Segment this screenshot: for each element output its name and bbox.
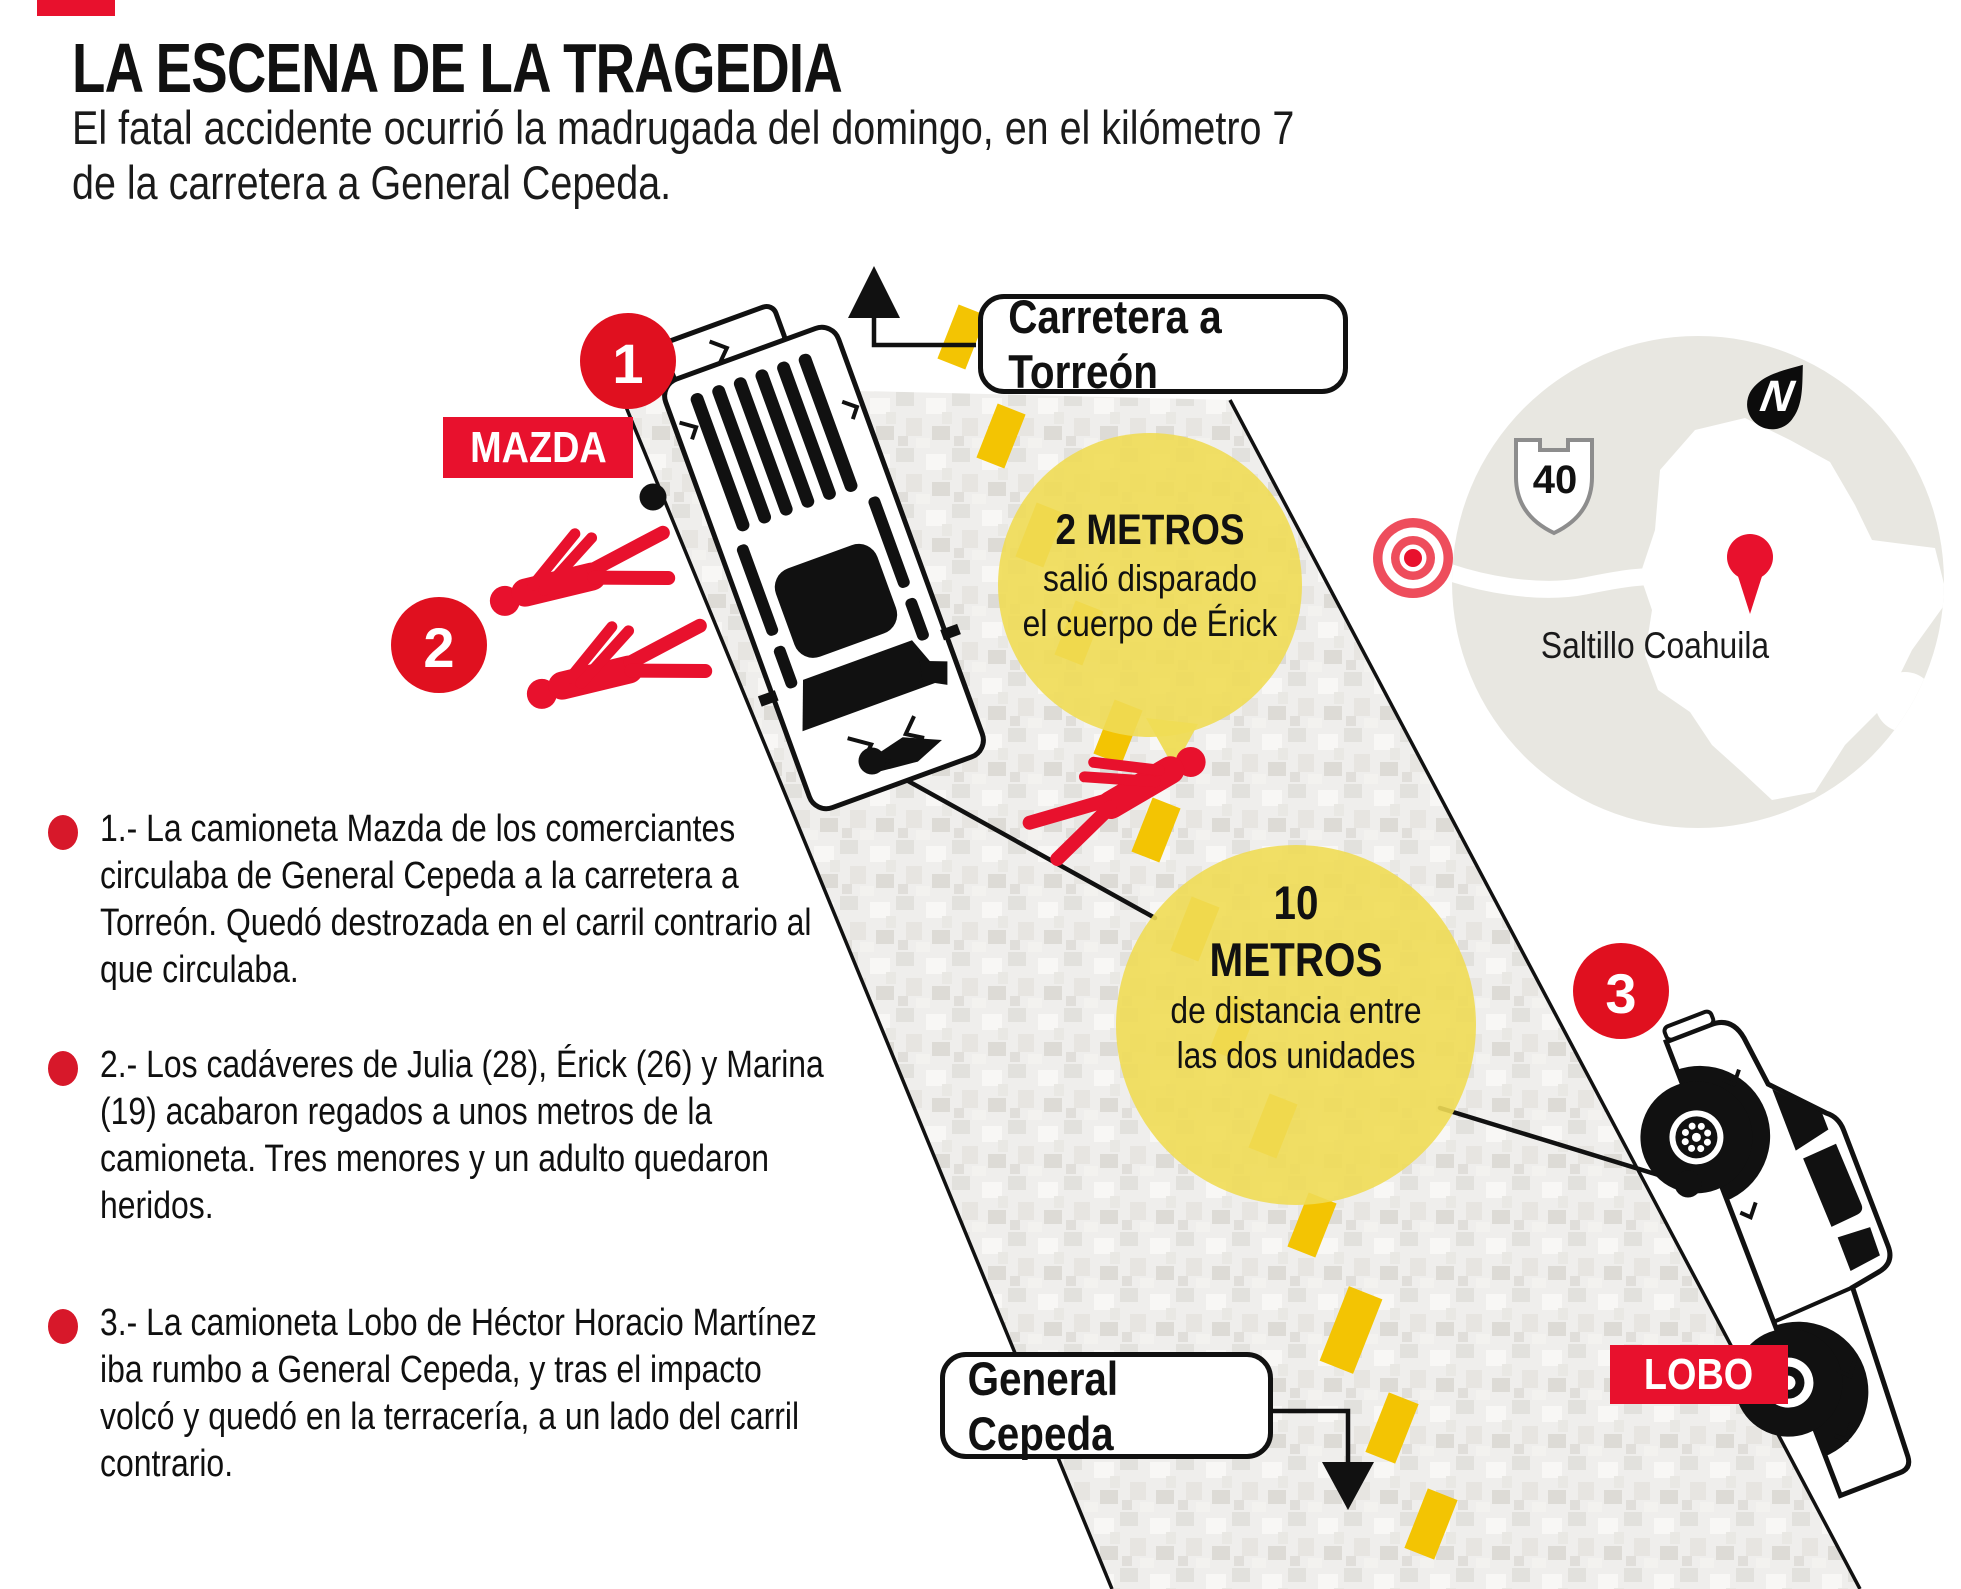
- lobo-tag: LOBO: [1610, 1345, 1788, 1404]
- map-highway-line: [1452, 552, 1678, 598]
- direction-south-arrow: [1262, 1408, 1374, 1510]
- victim-body-icon: [477, 503, 679, 644]
- road-label-torreon: Carretera a Torreón: [978, 290, 1348, 398]
- marker-3-number: 3: [1605, 962, 1637, 1025]
- note-3: 3.- La camioneta Lobo de Héctor Horacio …: [100, 1302, 817, 1485]
- direction-north-arrow: [848, 266, 976, 348]
- ten-meters-headline-2: METROS: [1209, 933, 1383, 986]
- road-label-torreon-text: Carretera a Torreón: [1008, 290, 1222, 398]
- ten-meters-bubble: [1116, 845, 1476, 1205]
- leader-mazda-to-ten-meters: [869, 758, 1158, 921]
- marker-2-number: 2: [423, 616, 455, 679]
- compass-n-letter: N: [1756, 372, 1798, 421]
- two-meters-callout: 2 METROS salió disparado el cuerpo de Ér…: [987, 504, 1314, 646]
- highway-40-number: 40: [1532, 458, 1578, 502]
- ten-meters-callout: 10 METROS de distancia entre las dos uni…: [1133, 874, 1460, 1078]
- location-map-inset: [1452, 336, 1944, 828]
- note-2: 2.- Los cadáveres de Julia (28), Érick (…: [100, 1044, 824, 1227]
- ten-meters-headline-1: 10: [1273, 876, 1319, 929]
- note-bullet-1: [48, 815, 78, 850]
- map-place-label: Saltillo Coahuila: [1540, 625, 1770, 666]
- road-label-general-cepeda: General Cepeda: [940, 1351, 1273, 1460]
- mazda-tag-label: MAZDA: [469, 422, 607, 472]
- lobo-tag-label: LOBO: [1644, 1349, 1754, 1399]
- lobo-truck-illustration: [1640, 1009, 1912, 1499]
- leader-ten-meters-to-lobo: [1437, 1105, 1691, 1187]
- two-meters-line-2: el cuerpo de Érick: [1022, 603, 1278, 644]
- victim-body-icon: [514, 596, 716, 737]
- leader-lines: [869, 758, 1691, 1187]
- brand-red-bar: [37, 0, 115, 16]
- marker-1-number: 1: [612, 332, 644, 395]
- marker-circle-3: [1573, 943, 1669, 1039]
- marker-circle-2: [391, 597, 487, 693]
- two-meters-headline: 2 METROS: [1055, 506, 1245, 554]
- city-area-shape: [1640, 418, 1944, 800]
- page-title: LA ESCENA DE LA TRAGEDIA: [72, 29, 843, 107]
- note-bullet-2: [48, 1051, 78, 1086]
- note-1: 1.- La camioneta Mazda de los comerciant…: [100, 808, 812, 991]
- city-area-patch: [1875, 672, 1935, 732]
- two-meters-line-1: salió disparado: [1042, 558, 1258, 599]
- page-subtitle: El fatal accidente ocurrió la madrugada …: [72, 100, 1294, 210]
- north-compass-icon: [1747, 364, 1803, 430]
- mazda-tag: MAZDA: [443, 417, 633, 478]
- mazda-label-dot: [639, 483, 667, 511]
- road-label-general-cepeda-text: General Cepeda: [967, 1351, 1119, 1460]
- mazda-truck-illustration: [661, 303, 986, 812]
- two-meters-bubble: [998, 433, 1302, 768]
- mazda-rear-dot: [858, 747, 886, 775]
- note-bullet-3: [48, 1309, 78, 1344]
- subtitle-line-1: El fatal accidente ocurrió la madrugada …: [72, 101, 1295, 154]
- lobo-dot: [1674, 1170, 1702, 1198]
- marker-circle-1: [580, 313, 676, 409]
- highway-40-shield-icon: [1514, 438, 1594, 536]
- ten-meters-line-2: las dos unidades: [1176, 1035, 1416, 1076]
- map-pin-icon: [1727, 534, 1773, 614]
- ten-meters-line-1: de distancia entre: [1170, 990, 1422, 1031]
- crash-point-bullseye-icon: [1373, 518, 1453, 598]
- subtitle-line-2: de la carretera a General Cepeda.: [72, 156, 672, 209]
